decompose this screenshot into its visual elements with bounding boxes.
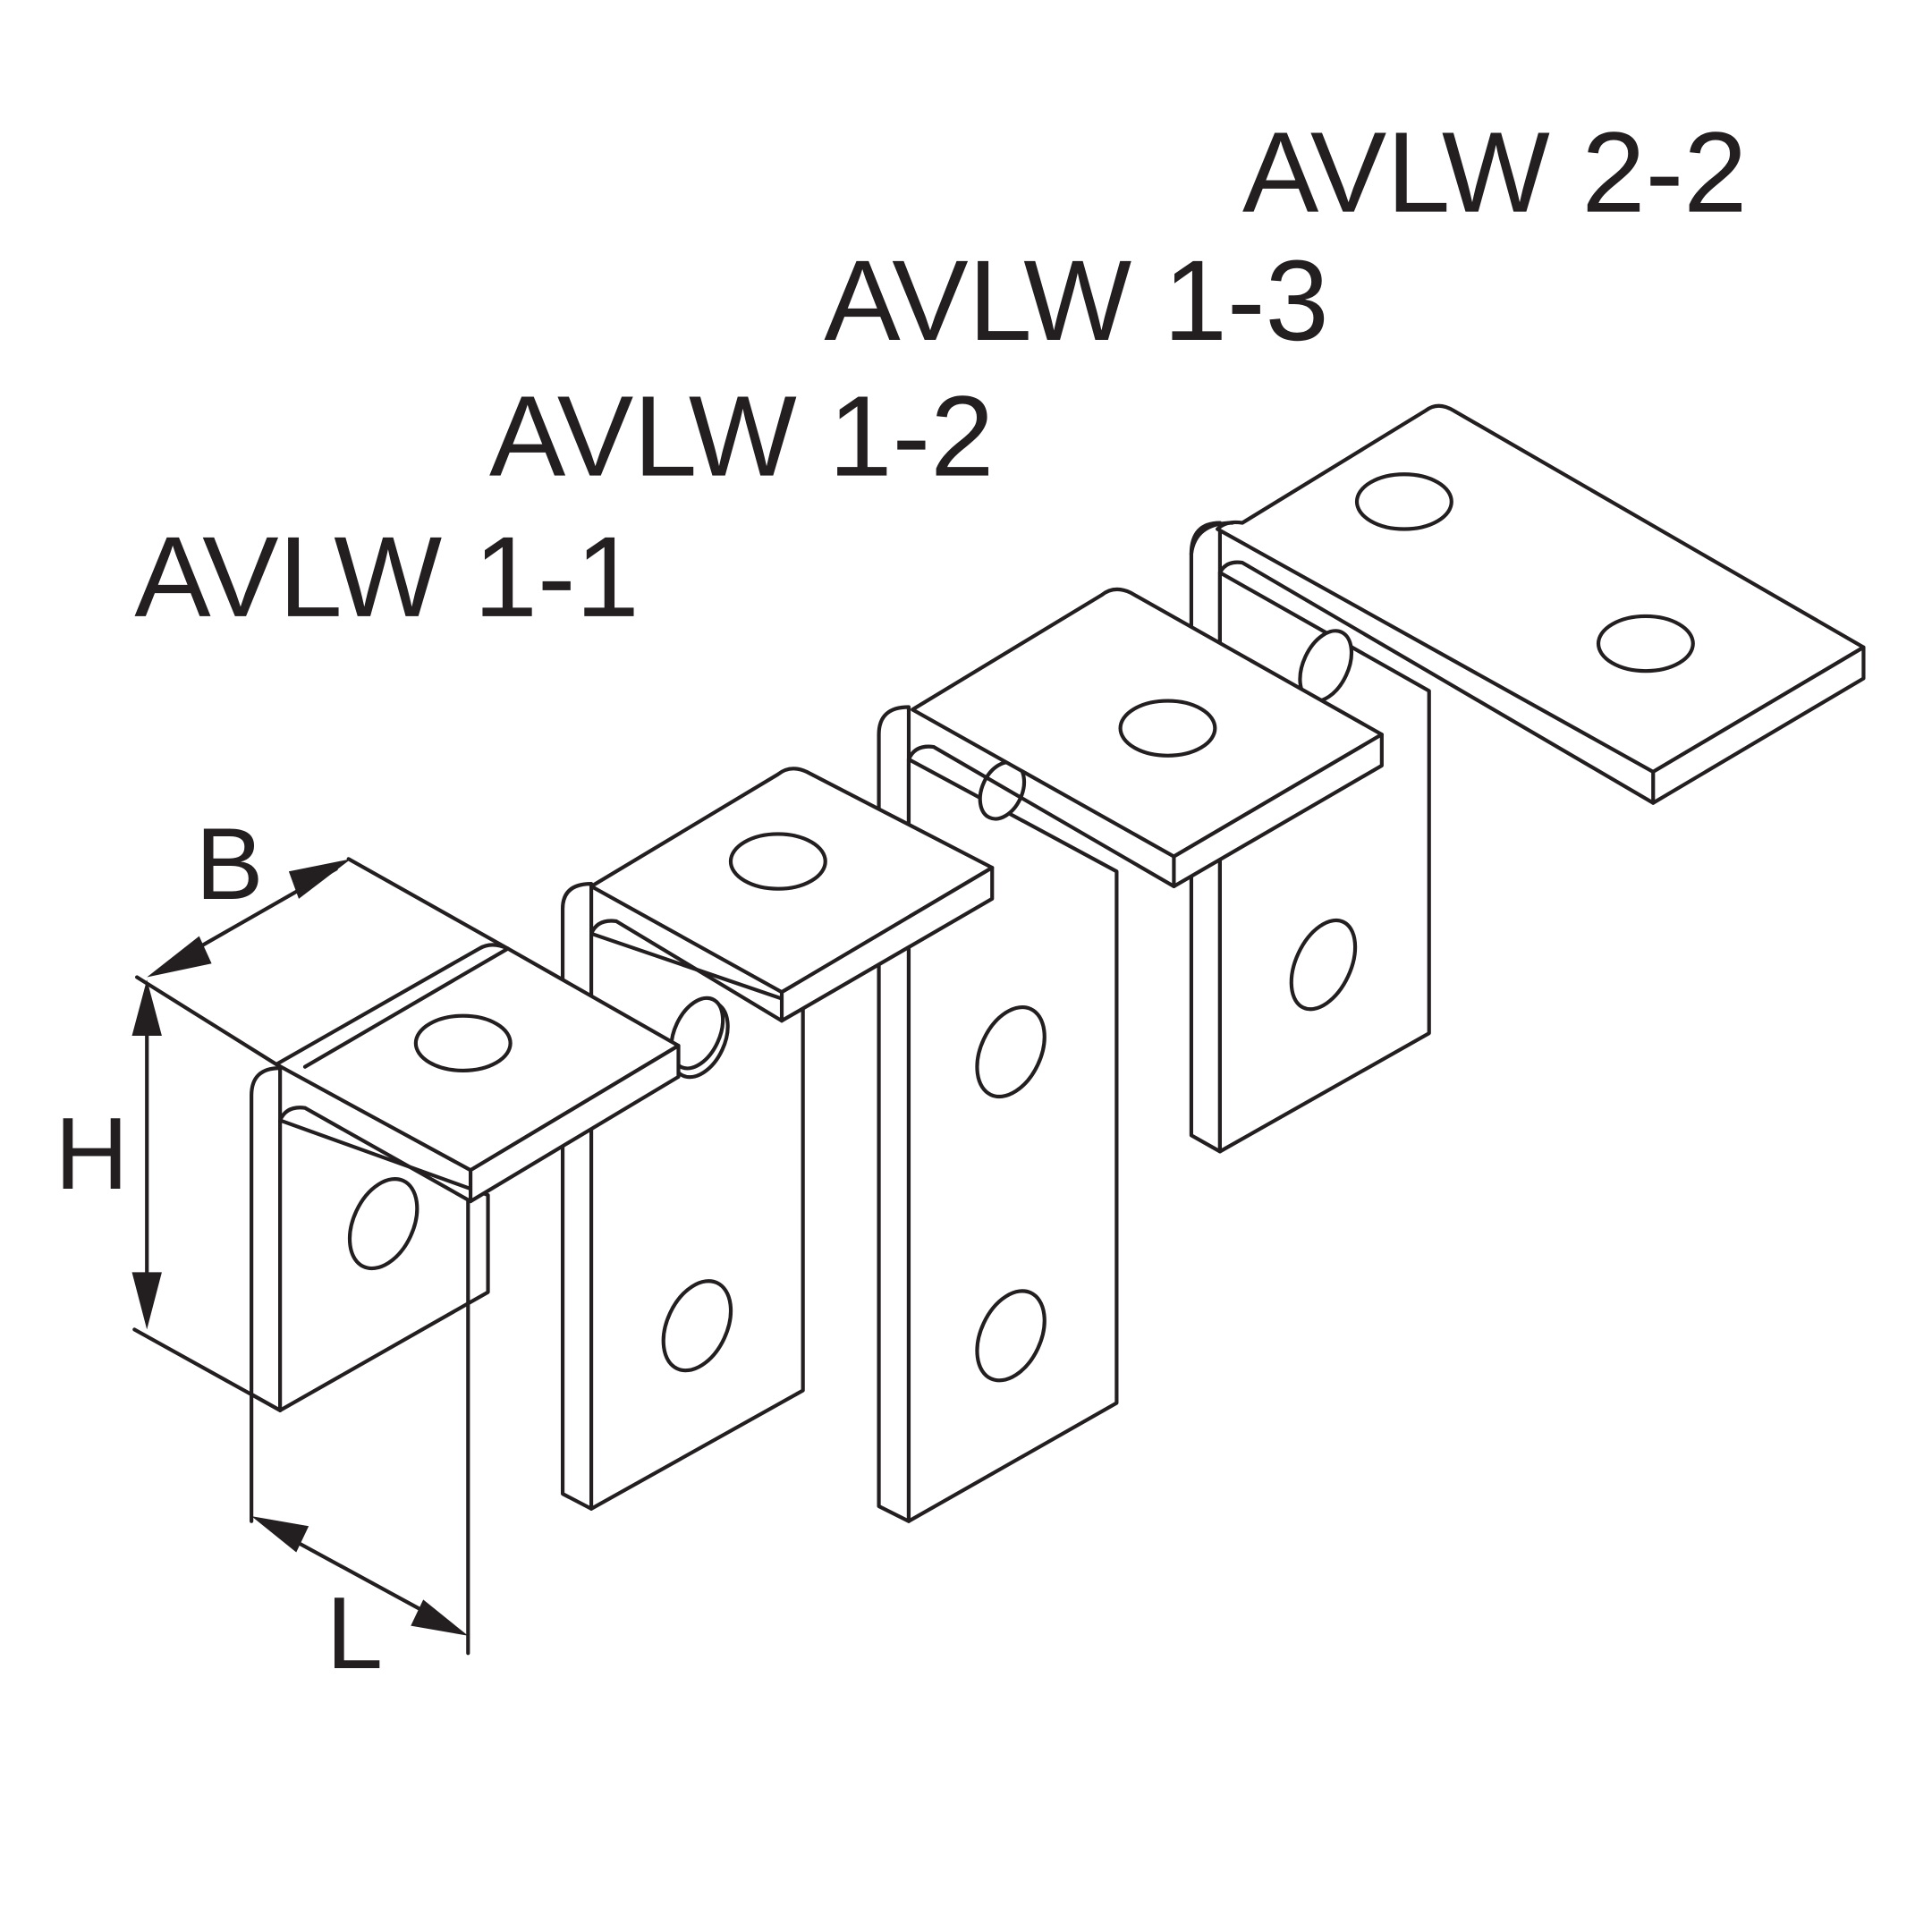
hole-icon <box>661 1279 733 1373</box>
vertical-plate-face <box>906 757 1119 1523</box>
hole-icon <box>669 996 725 1071</box>
top-plate-edge <box>1172 733 1384 889</box>
hole-icon <box>413 1013 513 1072</box>
top-plate-edge <box>1651 645 1866 805</box>
arrow-icon <box>411 1599 469 1636</box>
hole-icon <box>728 832 827 891</box>
hole-icon <box>1289 918 1358 1012</box>
dimension-label-b: B <box>196 808 264 921</box>
hole-icon <box>975 1289 1046 1383</box>
hole-icon <box>975 1004 1046 1099</box>
top-plate-edge <box>779 865 995 1023</box>
bracket-avlw-1-3 <box>877 587 1384 1523</box>
arrow-icon <box>288 859 352 899</box>
top-plate-edge <box>468 1043 681 1204</box>
dimension-l: L <box>250 1199 470 1690</box>
bracket-avlw-1-1 <box>250 943 725 1412</box>
arrow-icon <box>131 1272 162 1330</box>
hole-icon <box>1596 614 1695 674</box>
arrow-icon <box>147 936 212 978</box>
label-avlw-2-2: AVLW 2-2 <box>1242 109 1747 237</box>
dimension-label-h: H <box>55 1097 128 1211</box>
hole-icon <box>347 1177 419 1271</box>
dimension-h: H <box>55 979 283 1412</box>
arrow-icon <box>251 1516 309 1553</box>
hole-icon <box>1118 699 1217 758</box>
bracket-avlw-1-2 <box>560 767 995 1511</box>
label-avlw-1-1: AVLW 1-1 <box>134 513 639 641</box>
dimension-label-l: L <box>326 1577 383 1690</box>
vertical-plate <box>560 882 594 1511</box>
hole-icon <box>1354 472 1453 531</box>
arrow-icon <box>131 979 162 1036</box>
dimension-b: B <box>135 808 510 1067</box>
vertical-plate <box>250 1066 283 1412</box>
label-avlw-1-2: AVLW 1-2 <box>489 373 994 501</box>
label-avlw-1-3: AVLW 1-3 <box>824 237 1328 365</box>
